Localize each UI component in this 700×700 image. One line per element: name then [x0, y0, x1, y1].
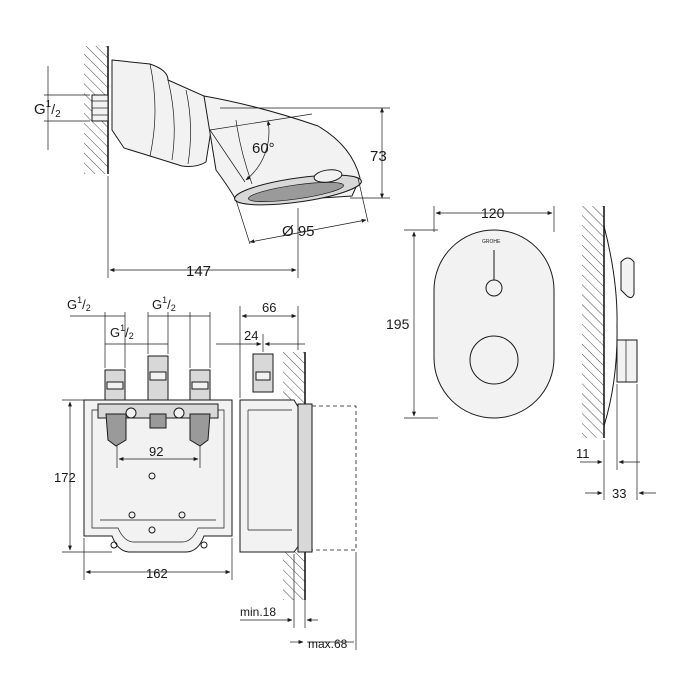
max-68-label: max.68	[308, 637, 348, 651]
mounting-box-side-view: 66 24 min.18 max.68	[216, 300, 357, 651]
valve-left	[105, 413, 127, 447]
min-18-label: min.18	[240, 605, 276, 619]
wall-offset-label: 11	[576, 446, 590, 461]
plate-side-profile	[603, 225, 618, 427]
box-width-label: 162	[146, 566, 168, 581]
box-height-label: 172	[54, 470, 76, 485]
box-side-body	[239, 399, 301, 553]
cover-plate-side-view: 11 33	[576, 206, 656, 501]
height-73-label: 73	[370, 148, 387, 165]
depth-66-label: 66	[262, 300, 276, 315]
g-top-label: G1/2	[110, 323, 134, 341]
angle-label: 60°	[252, 140, 275, 157]
projection-label: 147	[186, 263, 211, 280]
control-dial	[469, 335, 519, 385]
wall-hatch-side	[582, 206, 604, 438]
cover-plate	[433, 229, 555, 419]
cover-plate-front-view: GROHE 120 195	[386, 205, 555, 419]
plate-height-label: 195	[386, 316, 410, 332]
g-mid-label: G1/2	[152, 295, 176, 313]
shower-arm	[111, 59, 213, 167]
valve-right	[189, 413, 211, 447]
wall-recess-dashed	[311, 405, 357, 551]
depth-33-label: 33	[612, 486, 626, 501]
lever-side	[620, 257, 635, 299]
stub-24-label: 24	[244, 328, 258, 343]
shower-head-view: 60° G1/2 73 Ø 95 147	[34, 46, 390, 280]
plate-width-label: 120	[481, 205, 505, 221]
dial-side	[616, 339, 638, 383]
brand-mark: GROHE	[482, 239, 501, 245]
g-left-label: G1/2	[67, 295, 91, 313]
shower-thread-label: G1/2	[34, 99, 61, 120]
mounting-box-front-view: G1/2 G1/2 G1/2 92 172 162	[54, 295, 233, 581]
lever-knob	[485, 279, 503, 297]
spacing-92-label: 92	[149, 444, 163, 459]
